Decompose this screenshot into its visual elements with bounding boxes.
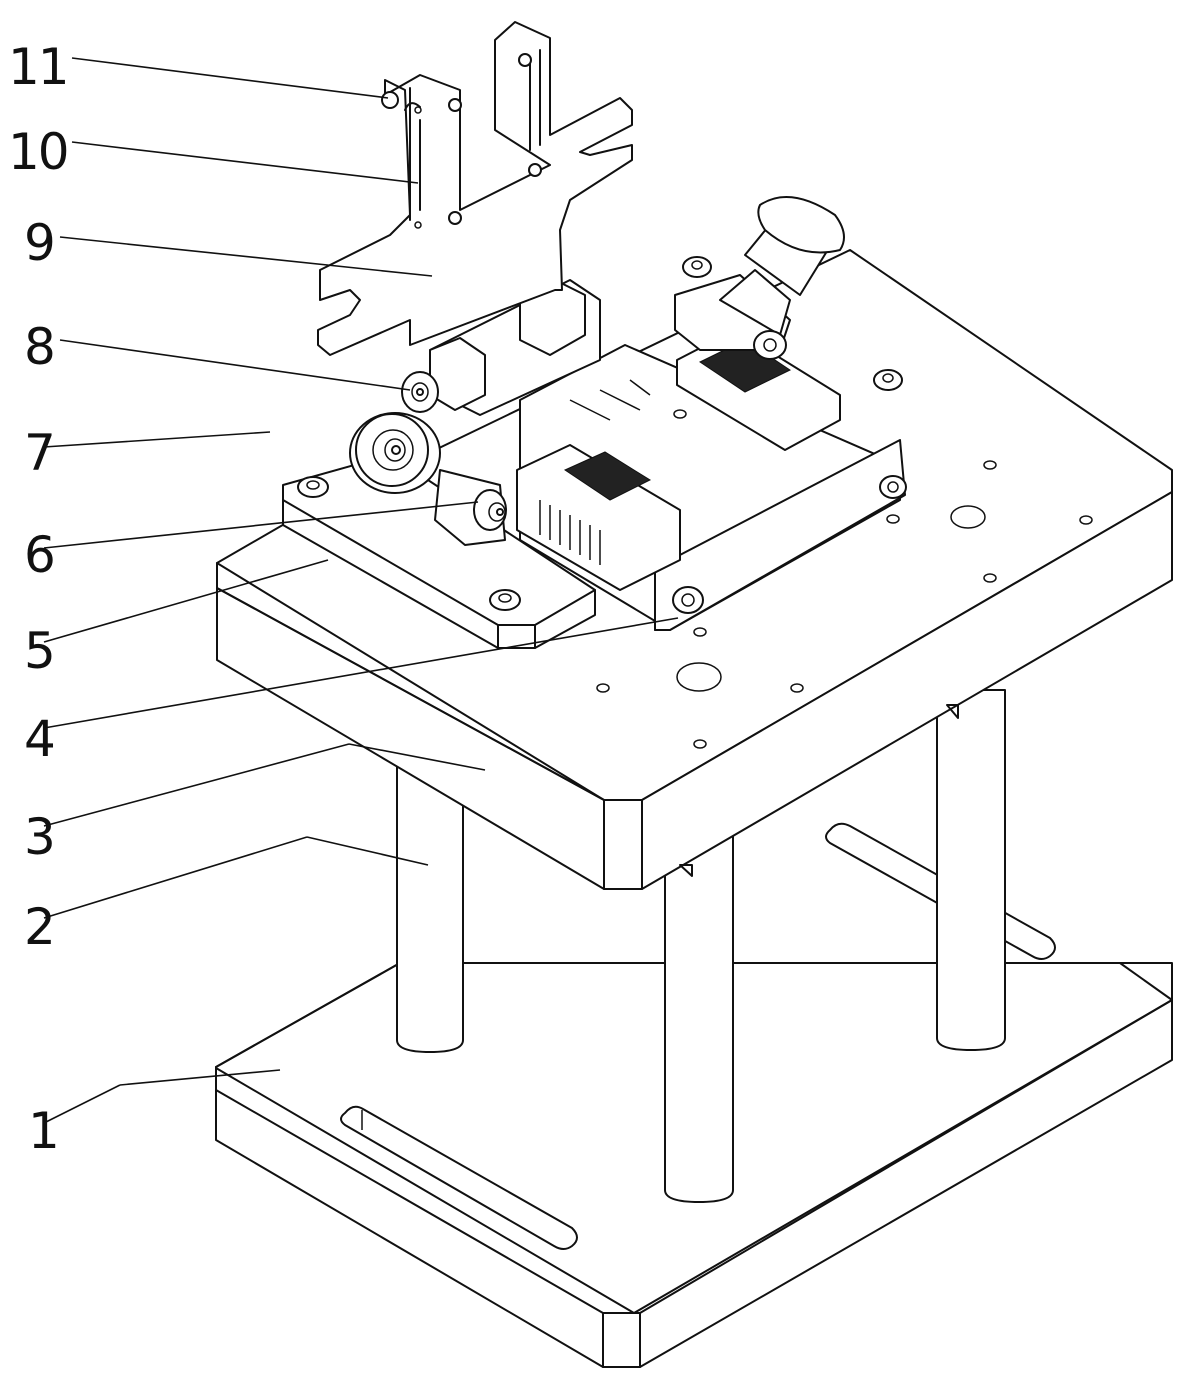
guide-columns [396,689,1006,1203]
leader-3 [43,743,350,827]
callout-4: 4 [24,710,56,768]
roller [349,412,507,546]
leader-7 [43,431,271,448]
callout-2: 2 [24,898,56,956]
leader-6 [43,501,479,549]
callout-3: 3 [24,808,56,866]
leader-8 [59,339,411,391]
pin-array [539,451,652,565]
screw-icon [297,476,521,611]
leader-1 [43,1084,121,1124]
leader-9 [59,236,433,277]
fixture-block [516,329,907,631]
callout-7: 7 [24,424,56,482]
callout-6: 6 [24,526,56,584]
callout-5: 5 [24,622,56,680]
leader-10 [71,141,419,184]
callout-9: 9 [24,214,56,272]
push-knob [674,196,903,391]
leader-2 [43,836,308,919]
leader-4 [43,617,679,729]
callout-10: 10 [8,123,70,181]
mount-block [282,454,596,649]
callout-8: 8 [24,318,56,376]
callout-1: 1 [28,1102,60,1160]
callout-11: 11 [8,38,70,96]
leader-5 [43,559,329,643]
cylinder [401,279,601,416]
leader-11 [71,57,389,99]
leader-lines [43,57,679,1124]
